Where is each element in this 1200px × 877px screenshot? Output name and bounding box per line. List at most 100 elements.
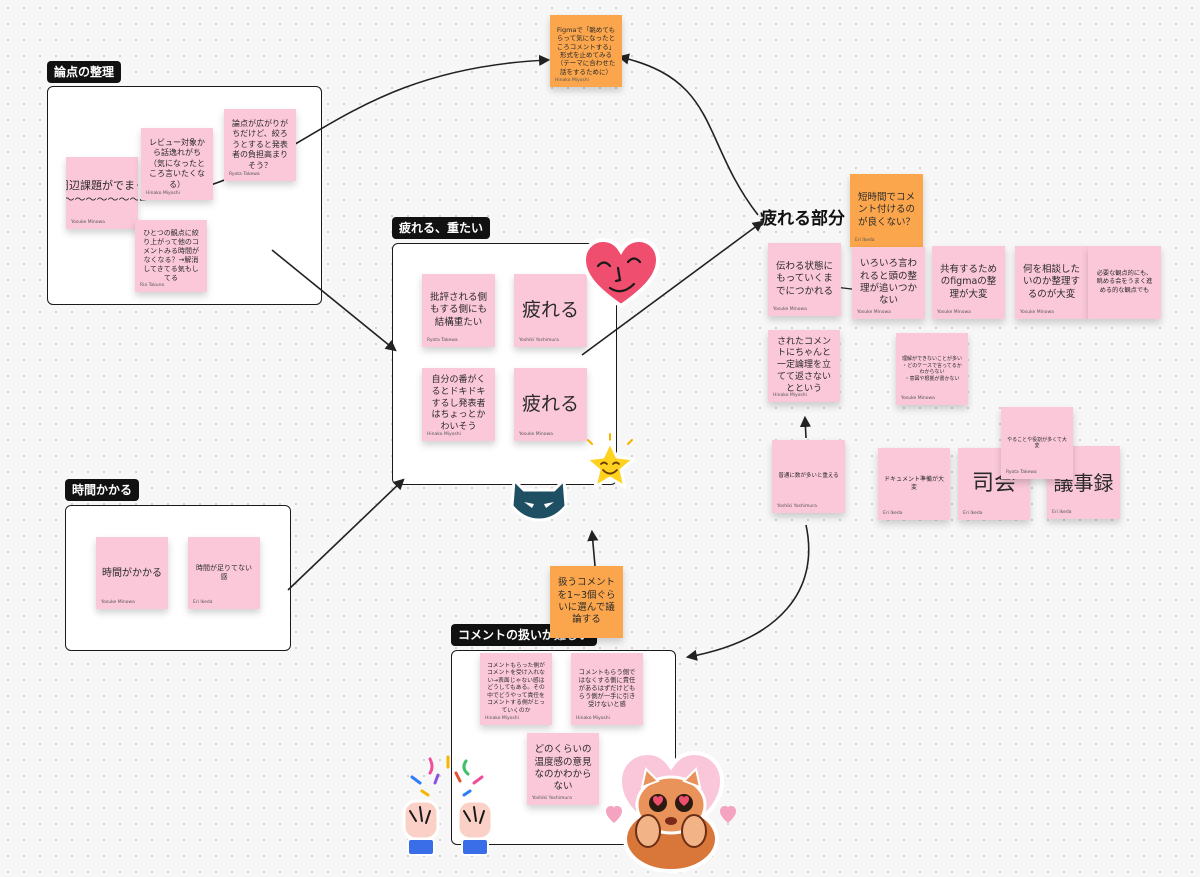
sticky-author: Yosuke Minowa xyxy=(857,310,891,315)
sticky-author: Yosuke Minowa xyxy=(71,220,105,225)
sticky-figma-top[interactable]: Figmaで「眺めてもらって気になったところコメントする」形式を止めてみる（テー… xyxy=(550,15,622,87)
sticky-rikai[interactable]: 理解ができないことが多い ・どのケースで言ってるかわからない ・意図や根拠が書か… xyxy=(896,333,968,405)
sticky-futsuu[interactable]: 普通に数が多いと重える Yoshiki Yoshimura xyxy=(772,440,845,513)
sticky-tanjikan[interactable]: 短時間でコメント付けるのが良くない？Eri Ikeda xyxy=(850,174,923,247)
sticky-tsukareru1[interactable]: 疲れる Yoshiki Yoshimura xyxy=(514,274,587,347)
star-sticker[interactable] xyxy=(576,432,644,498)
mask-shape xyxy=(510,478,568,522)
sticky-author: Hinako Miyoshi xyxy=(576,716,610,721)
sticky-tsutawaru[interactable]: 伝わる状態にもっていくまでにつかれる Yosuke Minowa xyxy=(768,243,841,316)
sticky-text: Figmaで「眺めてもらって気になったところコメントする」形式を止めてみる（テー… xyxy=(556,25,616,76)
sticky-yaru[interactable]: やることや役割が多くて大変 Ryota Takewa xyxy=(1001,407,1073,479)
sticky-text: 普通に数が多いと重える xyxy=(778,472,839,479)
sticky-atsukau[interactable]: 扱うコメントを1~3個ぐらいに選んで議論する xyxy=(550,566,623,638)
sticky-author: Hinako Miyoshi xyxy=(773,393,807,398)
sticky-hitotsu[interactable]: ひとつの観点に絞り上がって他のコメントみる時間がなくなる？→解消してきてる気もし… xyxy=(135,220,207,292)
sticky-text: 論点が広がりがちだけど、絞ろうとすると発表者の負担高まりそう？ xyxy=(232,119,288,170)
arrow-tsukareru-to-topic xyxy=(581,220,764,356)
sticky-kyouyuu[interactable]: 共有するためのfigmaの整理が大変 Yosuke Minowa xyxy=(932,246,1005,319)
section-label-tsukareru: 疲れる、重たい xyxy=(392,217,491,239)
sticky-iroiro[interactable]: いろいろ言われると頭の整理が追いつかない Yosuke Minowa xyxy=(852,247,925,319)
cat-heart-sticker[interactable] xyxy=(604,743,738,873)
cat-paw-left xyxy=(635,814,661,848)
sticky-text: コメントもらった側がコメントを受け入れない→表面じゃない感はどうしてもある。その… xyxy=(487,662,545,714)
sticky-author: Eri Ikeda xyxy=(193,600,213,605)
mask-eyes xyxy=(524,502,554,508)
sticky-text: されたコメントにちゃんと一定論理を立てて返さないとという xyxy=(776,336,831,394)
sticky-comment-ukeire[interactable]: コメントもらった側がコメントを受け入れない→表面じゃない感はどうしてもある。その… xyxy=(480,653,552,725)
sticky-ronten-hirogari[interactable]: 論点が広がりがちだけど、絞ろうとすると発表者の負担高まりそう？ Ryota Tak… xyxy=(224,109,296,181)
sticky-hihyou[interactable]: 批評される側もする側にも結構重たい Ryota Takewa xyxy=(422,274,495,347)
arrow-topic-to-figma xyxy=(617,53,759,216)
arrow-jikan-to-tsukareru xyxy=(287,478,405,591)
hand-outline xyxy=(409,806,485,824)
section-label-ronten: 論点の整理 xyxy=(47,61,122,83)
sticky-author: Hinako Miyoshi xyxy=(427,432,461,437)
sticky-author: Yosuke Minowa xyxy=(773,307,807,312)
sticky-review[interactable]: レビュー対象から話逸れがち（気になったところ言いたくなる） Hinako Miyo… xyxy=(141,128,213,200)
arrow-futsuu-to-comment xyxy=(685,524,810,661)
sticky-author: Eri Ikeda xyxy=(855,238,875,243)
sticky-text: いろいろ言われると頭の整理が追いつかない xyxy=(859,258,917,307)
confetti xyxy=(410,755,484,797)
left-sleeve xyxy=(407,838,435,856)
sticky-author: Hinako Miyoshi xyxy=(146,191,180,196)
sticky-text: レビュー対象から話逸れがち（気になったところ言いたくなる） xyxy=(149,138,205,189)
sticky-comment-morau[interactable]: コメントもらう側ではなくする側に責任があるはずだけどもらう側が一手に引き受けない… xyxy=(571,653,643,725)
sticky-text: 疲れる xyxy=(521,299,579,322)
cat-mouth xyxy=(665,817,677,825)
sticky-author: Hinako Miyoshi xyxy=(555,78,589,83)
sticky-author: Yosuke Minowa xyxy=(901,396,935,401)
sticky-author: Eri Ikeda xyxy=(883,511,903,516)
sticky-text: 時間がかかる xyxy=(102,567,162,579)
heart-face-sticker[interactable] xyxy=(580,232,662,314)
celebrate-hands-sticker[interactable] xyxy=(398,755,498,861)
sticky-author: Eri Ikeda xyxy=(1052,510,1072,515)
topic-title: 疲れる部分 xyxy=(760,209,845,229)
sticky-text: コメントもらう側ではなくする側に責任があるはずだけどもらう側が一手に引き受けない… xyxy=(578,668,636,709)
sticky-author: Hinako Miyoshi xyxy=(485,716,519,721)
sticky-text: やることや役割が多くて大変 xyxy=(1007,436,1067,450)
small-heart-left xyxy=(606,806,622,823)
sticky-document[interactable]: ドキュメント準備が大変 Eri Ikeda xyxy=(878,448,950,520)
right-sleeve xyxy=(461,838,489,856)
sticky-text: どのくらいの温度感の意見なのかわからない xyxy=(534,744,592,793)
cat-paw-right xyxy=(681,814,707,848)
sticky-shuhen[interactable]: 周辺課題がでまくる〜〜〜〜〜〜〜〜Yosuke Minowa xyxy=(66,157,138,229)
sticky-author: Ryota Takewa xyxy=(427,338,458,343)
sticky-author: Yoshiki Yoshimura xyxy=(777,504,817,509)
sticky-text: 伝わる状態にもっていくまでにつかれる xyxy=(775,260,833,297)
sticky-author: Yosuke Minowa xyxy=(519,432,553,437)
sticky-text: 批評される側もする側にも結構重たい xyxy=(429,291,487,328)
sticky-author: Eri Ikeda xyxy=(963,511,983,516)
sticky-hitsuyou[interactable]: 必要な観点的にも、眺める会をうまく進める的な観点でも xyxy=(1088,246,1161,319)
star-shape xyxy=(584,440,636,489)
sticky-author: Ryota Takewa xyxy=(1006,470,1037,475)
section-label-jikan: 時間かかる xyxy=(65,479,140,501)
arrow-atsukau-to-tsukareru xyxy=(587,529,599,567)
sticky-author: Yosuke Minowa xyxy=(937,310,971,315)
sticky-text: ドキュメント準備が大変 xyxy=(884,476,945,491)
bat-mask-sticker[interactable] xyxy=(508,476,570,522)
cat-eye-hearts xyxy=(653,796,689,806)
cat-ears xyxy=(640,767,702,789)
arrow-ronten-to-tsukareru xyxy=(271,249,397,352)
star-sparkles xyxy=(587,433,633,445)
sticky-text: 共有するためのfigmaの整理が大変 xyxy=(939,263,997,300)
heart-shape xyxy=(581,237,661,309)
sticky-text: 自分の番がくるとドキドキするし発表者はちょっとかわいそう xyxy=(431,375,486,433)
sticky-author: Ria Tokuno xyxy=(140,283,165,288)
sticky-text: 扱うコメントを1~3個ぐらいに選んで議論する xyxy=(557,577,616,626)
small-heart-right xyxy=(720,806,736,823)
sticky-author: Yosuke Minowa xyxy=(1020,310,1054,315)
sticky-author: Ryota Takewa xyxy=(229,172,260,177)
sticky-author: Yoshiki Yoshimura xyxy=(519,338,559,343)
star-face xyxy=(600,461,620,475)
